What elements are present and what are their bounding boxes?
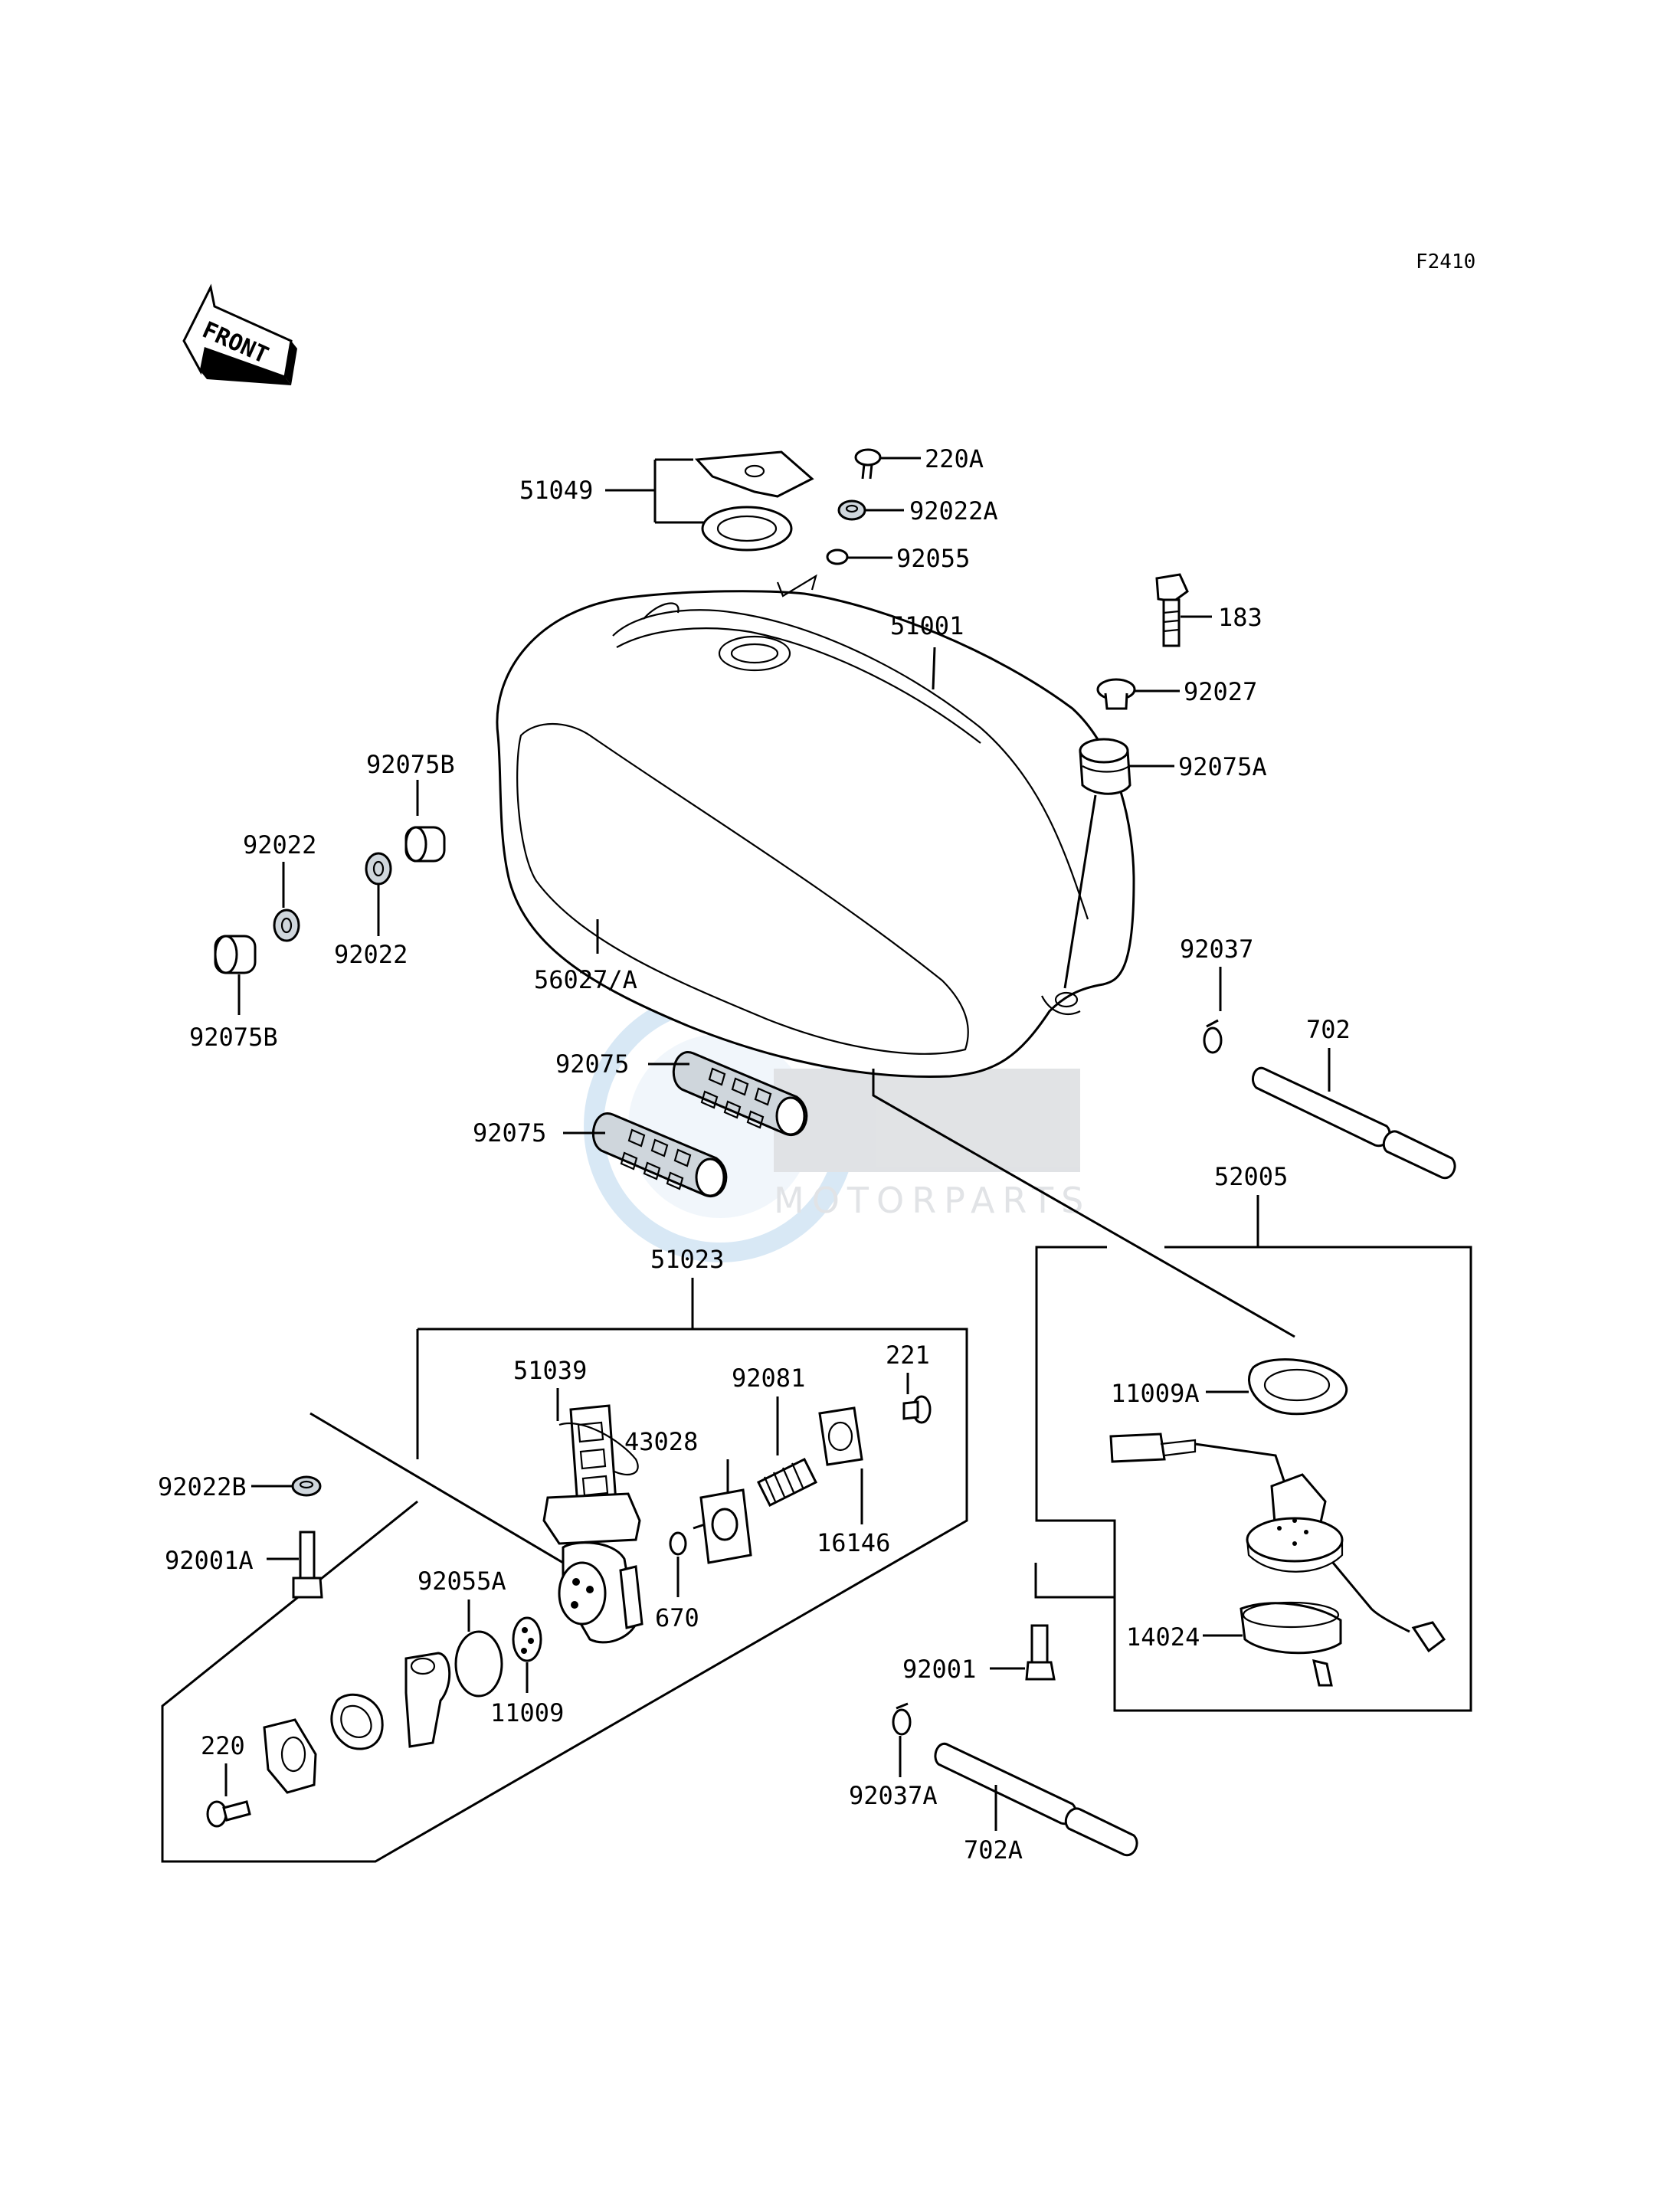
label-92001: 92001 xyxy=(902,1655,976,1684)
label-51001: 51001 xyxy=(890,611,964,640)
label-92055: 92055 xyxy=(896,544,970,573)
label-11009a: 11009A xyxy=(1111,1379,1200,1408)
bolt-183 xyxy=(1155,573,1189,647)
bolt-92001 xyxy=(1025,1624,1056,1681)
gasket-11009a xyxy=(1248,1358,1348,1416)
label-183: 183 xyxy=(1218,603,1262,632)
label-220a: 220A xyxy=(925,444,984,473)
oring-670 xyxy=(669,1531,687,1556)
label-92075-a: 92075 xyxy=(555,1049,629,1079)
hose-702 xyxy=(1252,1066,1456,1180)
label-11009: 11009 xyxy=(490,1698,564,1727)
label-702a: 702A xyxy=(964,1835,1023,1865)
grommet-92075a xyxy=(1079,738,1131,795)
watermark-subtitle: MOTORPARTS xyxy=(774,1180,1091,1221)
clip-92037 xyxy=(1203,1019,1223,1054)
cover-16146 xyxy=(818,1406,863,1466)
oring-92055a xyxy=(454,1630,503,1698)
screw-220a xyxy=(854,448,882,480)
label-51049: 51049 xyxy=(519,476,593,505)
gasket-11009 xyxy=(512,1616,542,1662)
bracket-14024 xyxy=(1240,1601,1342,1687)
fuel-pump-sender xyxy=(1109,1432,1446,1653)
label-92075-b: 92075 xyxy=(473,1118,546,1148)
label-92081: 92081 xyxy=(732,1364,805,1393)
tank-cap xyxy=(694,450,814,552)
oring-92055 xyxy=(826,548,849,565)
label-92022-top: 92022 xyxy=(243,830,316,859)
label-92075b-bottom: 92075B xyxy=(189,1023,278,1052)
label-92075b-top: 92075B xyxy=(366,750,455,779)
diaphragm-43028 xyxy=(693,1488,752,1564)
label-43028: 43028 xyxy=(624,1427,698,1456)
label-56027a: 56027/A xyxy=(534,965,637,994)
label-670: 670 xyxy=(655,1603,699,1632)
label-16146: 16146 xyxy=(817,1528,890,1557)
washer-92022a xyxy=(837,499,866,521)
collar-92027 xyxy=(1096,678,1136,710)
label-52005: 52005 xyxy=(1214,1162,1288,1191)
label-92001a: 92001A xyxy=(165,1546,254,1575)
fuel-cock-body xyxy=(542,1404,644,1644)
label-14024: 14024 xyxy=(1126,1622,1200,1652)
label-702: 702 xyxy=(1306,1015,1351,1044)
damper-92075-upper xyxy=(672,1051,808,1137)
label-92075a: 92075A xyxy=(1178,752,1267,781)
washer-92022-right xyxy=(365,852,392,886)
damper-92075-lower xyxy=(591,1112,728,1198)
label-221: 221 xyxy=(886,1341,930,1370)
fuel-tank xyxy=(496,590,1135,1079)
label-92055a: 92055A xyxy=(418,1567,506,1596)
screw-221 xyxy=(902,1395,932,1424)
fuel-cock-packing xyxy=(404,1652,451,1748)
label-92022b: 92022B xyxy=(158,1472,247,1501)
spring-92081 xyxy=(756,1457,818,1508)
washer-92022-left xyxy=(273,909,300,942)
hose-702a xyxy=(934,1742,1138,1857)
fuel-cock-seal xyxy=(330,1693,384,1750)
label-92037: 92037 xyxy=(1180,935,1253,964)
fuel-cock-plate xyxy=(263,1718,317,1794)
bolt-92001a xyxy=(292,1531,323,1599)
clip-92037a xyxy=(892,1702,912,1736)
label-92022-bottom: 92022 xyxy=(334,940,408,969)
bushing-92075b-top xyxy=(404,826,446,863)
front-arrow-icon: FRONT xyxy=(182,283,297,385)
bushing-92075b-bottom xyxy=(214,935,257,974)
screw-220 xyxy=(206,1800,251,1828)
label-92037a: 92037A xyxy=(849,1781,938,1810)
label-220: 220 xyxy=(201,1731,245,1760)
label-51039: 51039 xyxy=(513,1356,587,1385)
label-51023: 51023 xyxy=(650,1245,724,1274)
figure-code: F2410 xyxy=(1416,250,1475,273)
washer-92022b xyxy=(291,1475,322,1497)
label-92027: 92027 xyxy=(1184,677,1257,706)
label-92022a: 92022A xyxy=(909,496,998,526)
